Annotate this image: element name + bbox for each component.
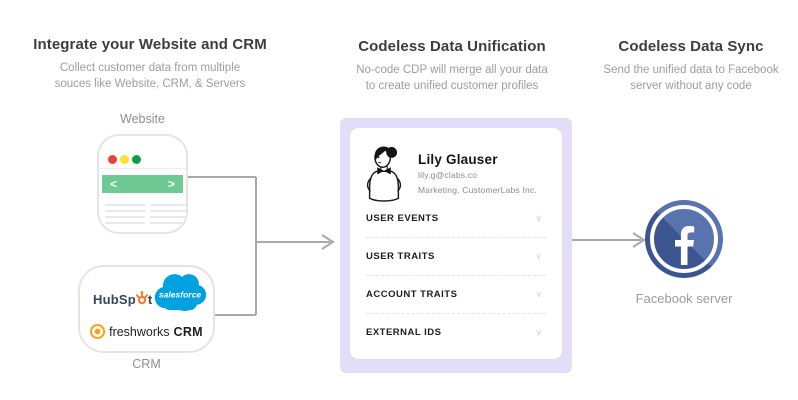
browser-traffic-lights bbox=[108, 155, 141, 164]
placeholder-text-column bbox=[150, 204, 186, 228]
facebook-f-glyph bbox=[675, 226, 695, 265]
chevron-down-icon[interactable]: ∨ bbox=[535, 213, 542, 223]
carousel-prev-icon[interactable]: < bbox=[110, 177, 118, 191]
carousel-next-icon[interactable]: > bbox=[167, 177, 175, 191]
facebook-ring bbox=[650, 205, 718, 273]
step-2-title: Codeless Data Unification bbox=[358, 38, 546, 55]
hubspot-sprocket-icon bbox=[135, 291, 148, 305]
salesforce-logo: salesforce bbox=[154, 274, 207, 311]
traffic-light-red-icon bbox=[108, 155, 117, 164]
traffic-light-yellow-icon bbox=[120, 155, 129, 164]
crm-label: CRM bbox=[132, 357, 161, 371]
avatar bbox=[366, 146, 402, 202]
facebook-icon bbox=[645, 200, 723, 278]
section-label: EXTERNAL IDS bbox=[366, 327, 442, 338]
cdp-panel: Lily Glauser lily.g@clabs.co Marketing, … bbox=[340, 118, 572, 373]
facebook-server-label: Facebook server bbox=[635, 291, 733, 306]
profile-email: lily.g@clabs.co bbox=[418, 170, 478, 180]
website-mockup: < > bbox=[97, 134, 188, 234]
profile-name: Lily Glauser bbox=[418, 152, 498, 167]
section-row-user-traits[interactable]: USER TRAITS ∨ bbox=[366, 238, 546, 276]
section-label: ACCOUNT TRAITS bbox=[366, 289, 458, 300]
section-row-user-events[interactable]: USER EVENTS ∨ bbox=[366, 200, 546, 238]
step-3-header: Codeless Data Sync Send the unified data… bbox=[586, 38, 796, 94]
profile-card: Lily Glauser lily.g@clabs.co Marketing, … bbox=[350, 128, 562, 359]
profile-company-title: Marketing, CustomerLabs Inc. bbox=[418, 185, 537, 195]
chevron-down-icon[interactable]: ∨ bbox=[535, 251, 542, 261]
website-label: Website bbox=[120, 112, 165, 126]
profile-sections: USER EVENTS ∨ USER TRAITS ∨ ACCOUNT TRAI… bbox=[366, 200, 546, 351]
step-1-header: Integrate your Website and CRM Collect c… bbox=[28, 36, 272, 92]
section-row-external-ids[interactable]: EXTERNAL IDS ∨ bbox=[366, 314, 546, 351]
freshworks-logo: freshworks CRM bbox=[80, 324, 213, 339]
traffic-light-green-icon bbox=[132, 155, 141, 164]
freshworks-icon bbox=[90, 324, 106, 339]
arrowhead-to-cdp bbox=[321, 234, 335, 250]
browser-divider bbox=[99, 168, 186, 169]
arrowhead-to-facebook bbox=[632, 232, 646, 248]
salesforce-wordmark: salesforce bbox=[159, 290, 202, 300]
placeholder-text-column bbox=[105, 204, 145, 228]
step-2-header: Codeless Data Unification No-code CDP wi… bbox=[334, 38, 570, 94]
section-label: USER EVENTS bbox=[366, 213, 439, 224]
chevron-down-icon[interactable]: ∨ bbox=[535, 289, 542, 299]
step-1-title: Integrate your Website and CRM bbox=[33, 36, 267, 53]
step-3-title: Codeless Data Sync bbox=[618, 38, 764, 55]
section-label: USER TRAITS bbox=[366, 251, 435, 262]
carousel-banner: < > bbox=[102, 175, 183, 193]
chevron-down-icon[interactable]: ∨ bbox=[535, 327, 542, 337]
section-row-account-traits[interactable]: ACCOUNT TRAITS ∨ bbox=[366, 276, 546, 314]
